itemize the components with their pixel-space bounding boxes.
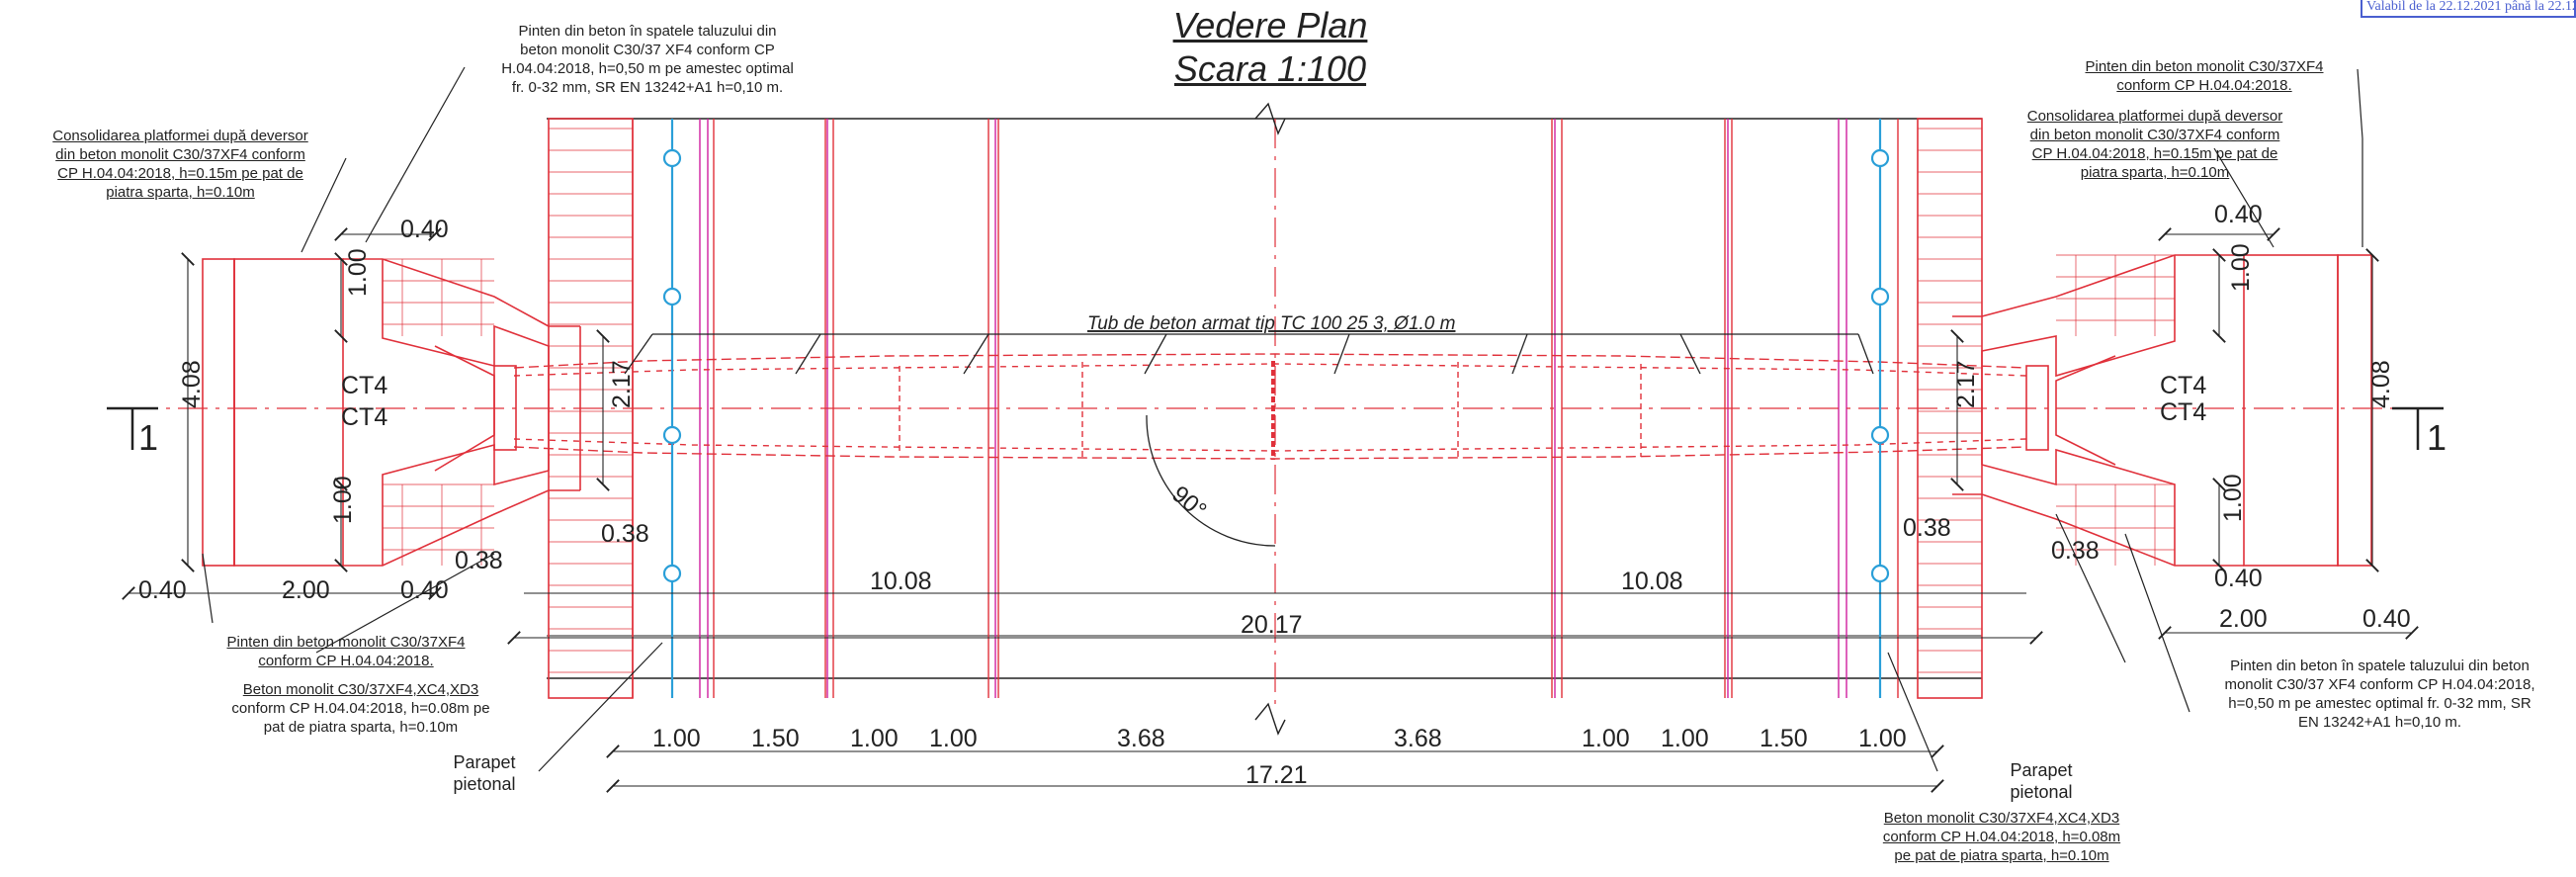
- bottom-chain-label: 1.50: [751, 725, 800, 752]
- bottom-chain-label: 1.00: [850, 725, 899, 752]
- note-leaders: [202, 66, 2363, 772]
- bottom-chain-labels: 1.00 1.50 1.00 1.00 3.68 3.68 1.00 1.00 1.50 1.00: [652, 725, 1907, 752]
- left-brick-hatch: [383, 258, 494, 566]
- angle-label: 90°: [1166, 481, 1211, 524]
- parapet-left: [662, 119, 682, 698]
- pipe-leader: [624, 333, 1874, 375]
- dim-right-100-bottom: 1.00: [2219, 474, 2247, 522]
- ct4-c: CT4: [2160, 372, 2206, 399]
- note-parapet-left: Parapet pietonal: [453, 752, 516, 794]
- title-line2: Scara 1:100: [1173, 48, 1367, 89]
- note-beton-bottom-right: Beton monolit C30/37XF4,XC4,XD3 conform …: [1882, 810, 2121, 864]
- dim-left-038-b: 0.38: [601, 520, 649, 548]
- dim-left-408: 4.08: [178, 360, 206, 408]
- dim-right-038-b: 0.38: [2051, 537, 2100, 565]
- page-title: Vedere Plan Scara 1:100: [1122, 4, 1418, 91]
- dimension-lines: [122, 227, 2419, 793]
- note-pinten-top-left: Pinten din beton în spatele taluzului di…: [501, 23, 794, 96]
- bottom-chain-label: 1.00: [1858, 725, 1907, 752]
- note-pinten-top-right: Pinten din beton monolit C30/37XF4 confo…: [2085, 58, 2324, 94]
- note-parapet-right: Parapet pietonal: [2010, 760, 2073, 802]
- dim-left-040-bottom2: 0.40: [400, 576, 449, 604]
- dim-right-217: 2.17: [1952, 360, 1980, 408]
- note-consolidare-left: Consolidarea platformei după deversor di…: [52, 128, 308, 201]
- dim-left-217: 2.17: [608, 360, 636, 408]
- dim-bottom-total: 17.21: [1245, 761, 1308, 789]
- bottom-chain-label: 1.00: [1582, 725, 1630, 752]
- dim-right-100-top: 1.00: [2227, 243, 2255, 292]
- note-pinten-bottom-left: Pinten din beton monolit C30/37XF4 confo…: [226, 634, 466, 669]
- bottom-chain-label: 1.50: [1760, 725, 1808, 752]
- section-marker-left: [107, 406, 158, 450]
- left-headwall: [202, 258, 581, 567]
- dim-right-038-a: 0.38: [1903, 514, 1951, 542]
- note-beton-bottom-left: Beton monolit C30/37XF4,XC4,XD3 conform …: [231, 681, 490, 736]
- ct4-d: CT4: [2160, 398, 2206, 426]
- right-brick-hatch: [2056, 254, 2175, 566]
- dim-left-100-bottom: 1.00: [329, 476, 357, 524]
- note-consolidare-right: Consolidarea platformei după deversor di…: [2026, 108, 2283, 181]
- dim-total: 20.17: [1241, 611, 1303, 639]
- bottom-chain-label: 1.00: [929, 725, 978, 752]
- dim-right-040-bottom2: 0.40: [2362, 605, 2411, 633]
- section-mark-right: 1: [2427, 417, 2447, 458]
- dim-left-200: 2.00: [282, 576, 330, 604]
- drawing-labels: Tub de beton armat tip TC 100 25 3, Ø1.0…: [138, 201, 2447, 789]
- ct4-b: CT4: [341, 403, 387, 431]
- section-marker-right: [2392, 406, 2444, 450]
- note-pinten-bottom-right: Pinten din beton în spatele taluzului di…: [2224, 658, 2535, 731]
- dim-right-040-bottom: 0.40: [2214, 565, 2263, 592]
- validity-stamp: Valabil de la 22.12.2021 până la 22.12.2…: [2361, 0, 2576, 18]
- dim-half-left: 10.08: [870, 568, 932, 595]
- angle-arc: [1146, 414, 1276, 547]
- dim-half-right: 10.08: [1621, 568, 1683, 595]
- dim-left-040-top: 0.40: [400, 216, 449, 243]
- bottom-chain-label: 3.68: [1394, 725, 1442, 752]
- pipe-label: Tub de beton armat tip TC 100 25 3, Ø1.0…: [1087, 313, 1455, 334]
- pipe: [513, 353, 2027, 460]
- section-mark-left: 1: [138, 417, 158, 458]
- dim-left-040-bottom: 0.40: [138, 576, 187, 604]
- bottom-chain-label: 1.00: [652, 725, 701, 752]
- ct4-a: CT4: [341, 372, 387, 399]
- parapet-right: [1870, 119, 1890, 698]
- break-lines: [1254, 102, 1286, 736]
- dim-left-038-a: 0.38: [455, 547, 503, 574]
- dim-right-408: 4.08: [2367, 360, 2395, 408]
- dim-right-040-top: 0.40: [2214, 201, 2263, 228]
- title-line1: Vedere Plan: [1172, 5, 1368, 45]
- bottom-chain-label: 3.68: [1117, 725, 1165, 752]
- side-band-hatch: [549, 128, 1982, 673]
- bottom-chain-label: 1.00: [1661, 725, 1709, 752]
- dim-left-100-top: 1.00: [344, 248, 372, 297]
- dim-right-200: 2.00: [2219, 605, 2268, 633]
